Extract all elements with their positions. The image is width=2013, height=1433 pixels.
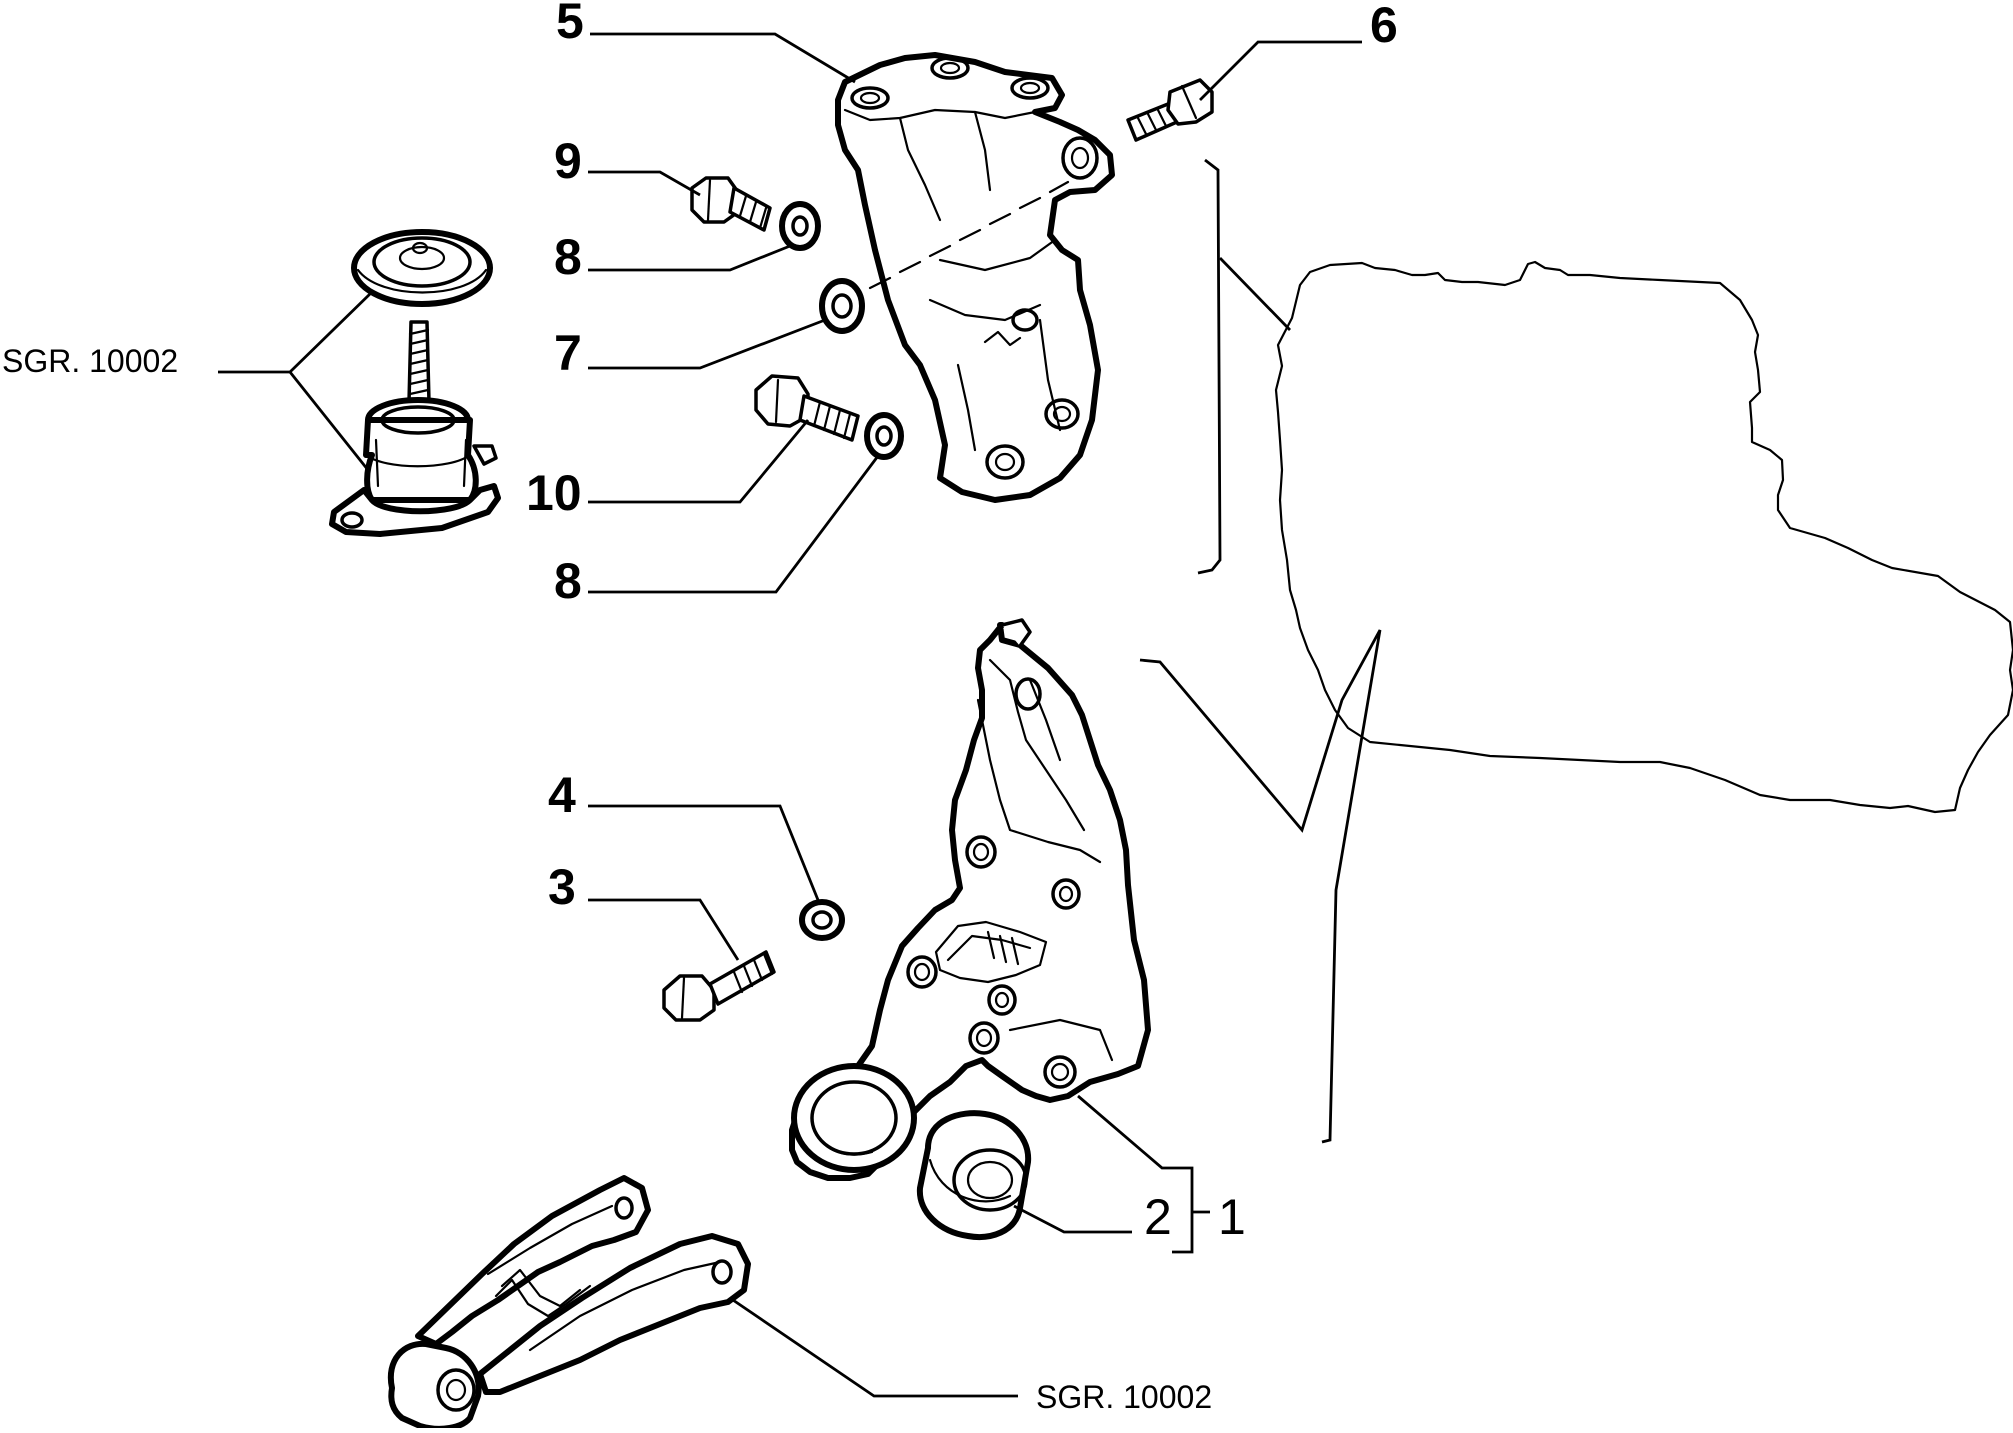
callout-8-upper: 8 (554, 229, 582, 285)
callout-7: 7 (554, 325, 582, 381)
callout-5: 5 (556, 0, 584, 49)
assembly-bracket-lower (1139, 629, 1382, 1144)
callout-3: 3 (548, 859, 576, 915)
gearbox-outline (1274, 260, 2013, 814)
bolt-part-6 (1126, 78, 1214, 142)
washer-part-7 (819, 278, 865, 334)
assembly-centerline (868, 180, 1070, 290)
torque-link-reference-label: SGR. 10002 (1036, 1379, 1212, 1415)
washer-part-4 (799, 899, 845, 941)
assembly-bracket-upper (1197, 158, 1292, 575)
engine-mount-reference-label: SGR. 10002 (2, 343, 178, 379)
callout-10: 10 (526, 465, 582, 521)
leader-lines (218, 32, 1362, 1398)
callout-1: 1 (1218, 1189, 1246, 1245)
callout-6: 6 (1370, 0, 1398, 53)
bolt-part-3 (662, 950, 776, 1022)
callout-8-lower: 8 (554, 553, 582, 609)
washer-part-8-lower (864, 412, 904, 460)
lower-mount-bracket (789, 618, 1151, 1181)
bolt-part-9 (690, 176, 772, 232)
torque-link-assembly (387, 1175, 751, 1432)
callout-9: 9 (554, 133, 582, 189)
bushing-part-2 (916, 1110, 1032, 1240)
engine-mount-assembly (329, 229, 501, 537)
bolt-part-10 (754, 374, 860, 442)
callout-4: 4 (548, 767, 576, 823)
callout-2: 2 (1144, 1189, 1172, 1245)
washer-part-8-upper (779, 201, 821, 251)
upper-mount-bracket (835, 52, 1115, 503)
